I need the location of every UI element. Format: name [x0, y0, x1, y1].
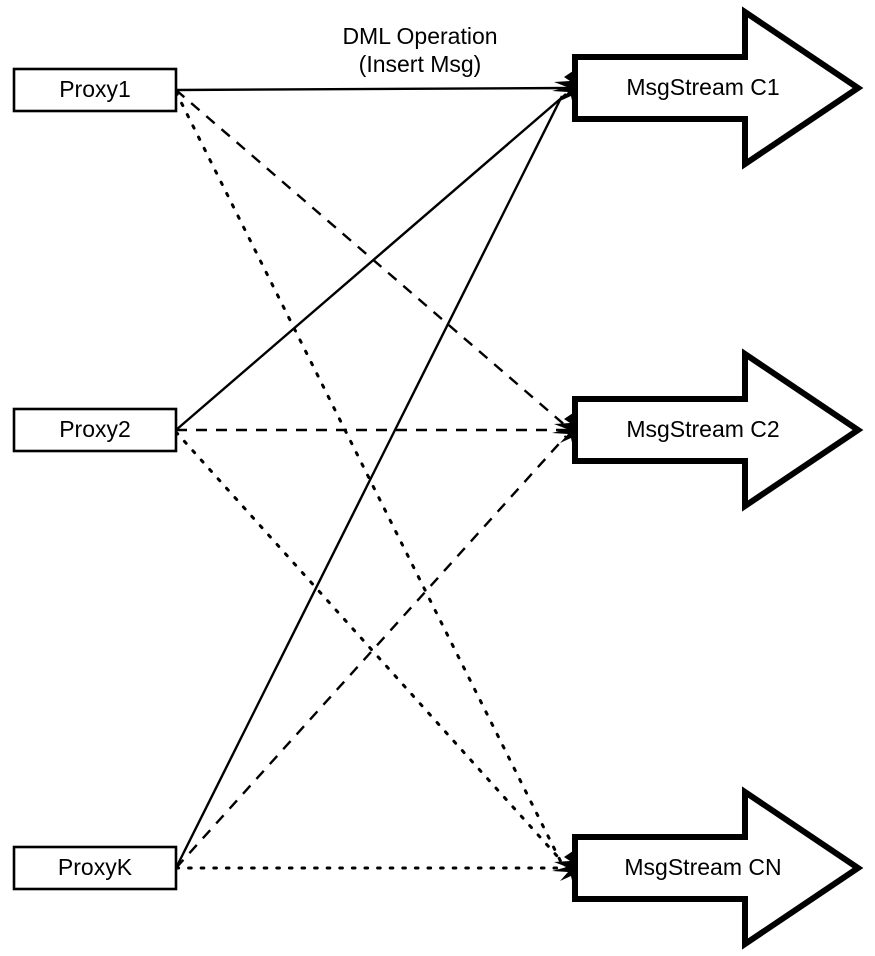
edge-proxyk-to-stream_c1 — [174, 95, 564, 869]
proxy-label: Proxy1 — [59, 76, 131, 102]
arrowhead-into-stream_cn — [552, 851, 573, 885]
proxy-box-shape — [12, 845, 178, 891]
stream-node-stream_c1[interactable]: MsgStream C1 — [572, 6, 864, 170]
stream-arrow-shape — [572, 786, 864, 950]
edge-label-dml-operation: DML Operation (Insert Msg) — [342, 23, 497, 77]
edges-layer — [174, 86, 571, 870]
proxy-node-proxyk[interactable]: ProxyK — [12, 845, 178, 891]
stream-arrow-shape — [572, 6, 864, 170]
stream-arrow-shape — [572, 348, 864, 512]
stream-node-stream_cn[interactable]: MsgStream CN — [572, 786, 864, 950]
proxy-node-proxy1[interactable]: Proxy1 — [12, 67, 178, 113]
proxy-node-proxy2[interactable]: Proxy2 — [12, 407, 178, 453]
stream-label: MsgStream CN — [624, 854, 781, 880]
edge-proxy1-to-stream_c1 — [175, 86, 570, 92]
arrowheads-layer — [552, 71, 573, 885]
stream-node-stream_c2[interactable]: MsgStream C2 — [572, 348, 864, 512]
stream-label: MsgStream C2 — [626, 416, 779, 442]
arrowhead-into-stream_c1 — [552, 71, 573, 105]
stream-label: MsgStream C1 — [626, 74, 779, 100]
streams-layer: MsgStream C1 MsgStream C2 MsgStream CN — [572, 6, 864, 950]
edge-proxy2-to-stream_cn — [174, 430, 568, 868]
edge-label-line-2: (Insert Msg) — [359, 51, 482, 77]
edge-proxy1-to-stream_c2 — [175, 89, 567, 427]
proxy-box-shape — [12, 407, 178, 453]
edge-label-line-1: DML Operation — [342, 23, 497, 49]
arrowhead-into-stream_c2 — [552, 413, 573, 447]
proxy-box-shape — [12, 67, 178, 113]
proxy-label: Proxy2 — [59, 416, 131, 442]
edge-proxyk-to-stream_c2 — [175, 435, 567, 869]
edge-proxy2-to-stream_c1 — [175, 93, 567, 431]
proxy-label: ProxyK — [58, 854, 133, 880]
edge-proxy1-to-stream_cn — [174, 90, 564, 866]
